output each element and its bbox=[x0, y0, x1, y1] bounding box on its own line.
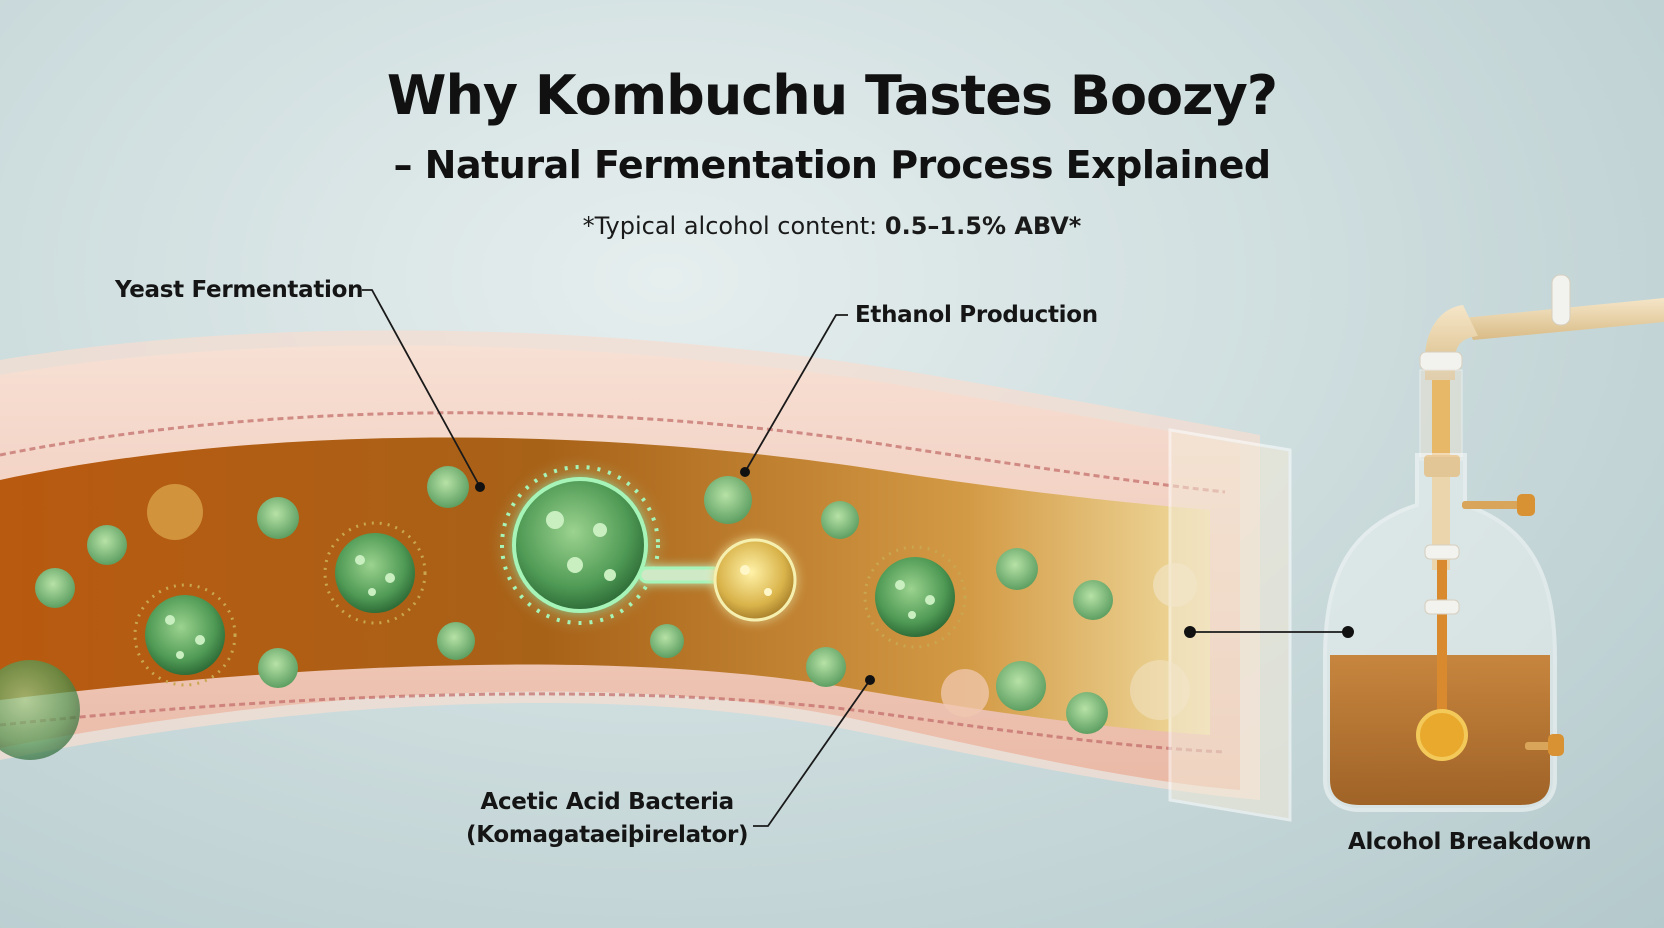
callout-lines bbox=[362, 289, 1348, 827]
page-title: Why Kombuchu Tastes Boozy? bbox=[386, 64, 1278, 127]
note-prefix: *Typical alcohol content: bbox=[582, 212, 885, 240]
label-acetic-line2: (Komagataeiþirelator) bbox=[466, 822, 749, 848]
microbe-spiky-3 bbox=[863, 545, 967, 649]
label-acetic-acid-bacteria: Acetic Acid Bacteria (Komagataeiþirelato… bbox=[466, 786, 749, 852]
callout-acetic bbox=[753, 679, 871, 827]
label-acetic-line1: Acetic Acid Bacteria bbox=[480, 789, 734, 815]
yeast-cell bbox=[713, 538, 797, 622]
microbe-edge bbox=[0, 660, 80, 760]
glass-flask-apparatus bbox=[1323, 274, 1664, 812]
label-ethanol-production: Ethanol Production bbox=[855, 302, 1098, 328]
microbe-large-glowing bbox=[500, 465, 722, 625]
callout-yeast bbox=[362, 289, 481, 488]
callout-dots bbox=[475, 467, 1354, 685]
callout-ethanol bbox=[744, 314, 848, 473]
note-value: 0.5–1.5% ABV* bbox=[884, 212, 1082, 240]
fermentation-tube bbox=[0, 330, 1292, 822]
microbe-spiky-2 bbox=[323, 521, 427, 625]
microbes bbox=[0, 465, 1113, 760]
label-alcohol-breakdown: Alcohol Breakdown bbox=[1348, 829, 1592, 855]
page-subtitle: – Natural Fermentation Process Explained bbox=[393, 143, 1271, 187]
label-yeast-fermentation: Yeast Fermentation bbox=[115, 277, 364, 303]
small-microbes bbox=[35, 466, 1113, 734]
alcohol-content-note: *Typical alcohol content: 0.5–1.5% ABV* bbox=[0, 212, 1664, 240]
microbe-spiky-1 bbox=[133, 583, 237, 687]
